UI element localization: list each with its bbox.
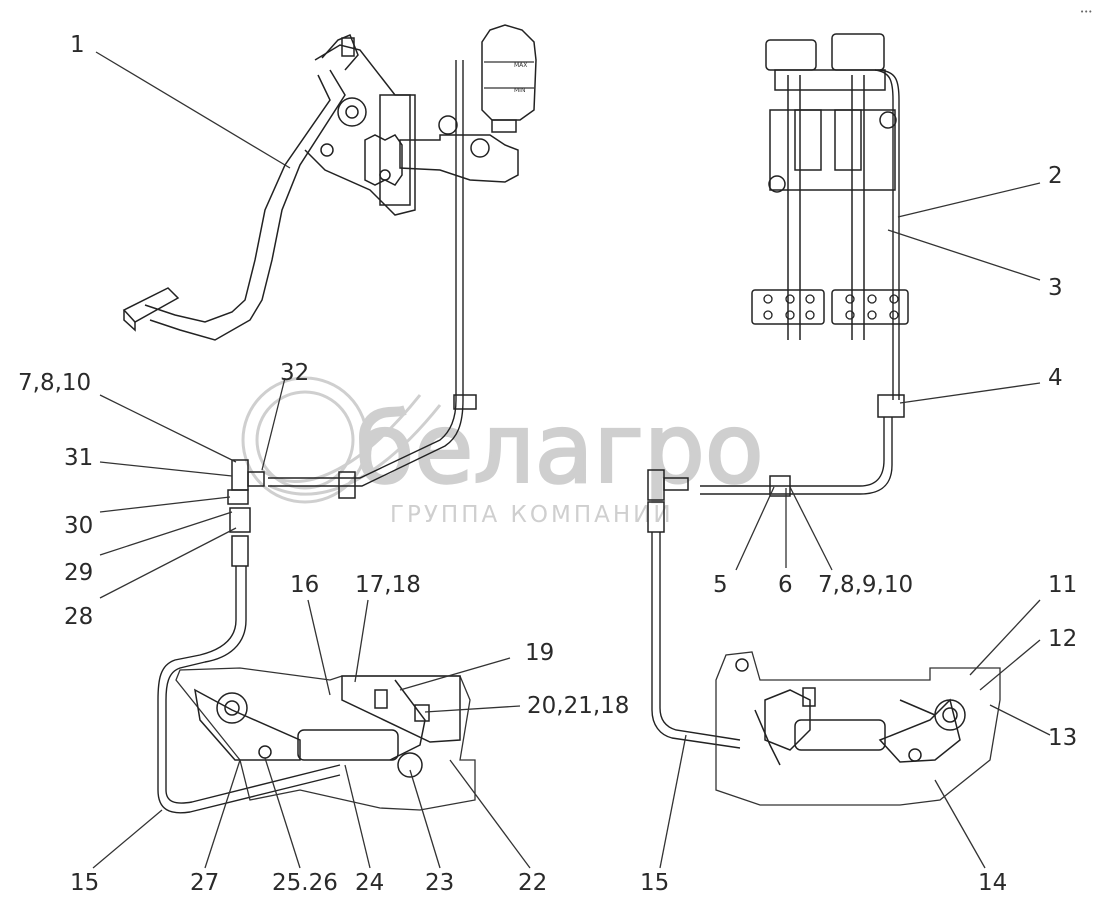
reservoir-min-mark: MIN (514, 87, 525, 94)
callout-23: 23 (425, 870, 454, 896)
callout-12: 12 (1048, 626, 1077, 652)
watermark: белагро ГРУППА КОМПАНИЙ (241, 376, 765, 528)
callout-14: 14 (978, 870, 1007, 896)
callout-32: 32 (280, 360, 309, 386)
leader-lines (92, 51, 1051, 869)
callout-13: 13 (1048, 725, 1077, 751)
callout-19: 19 (525, 640, 554, 666)
callout-22: 22 (518, 870, 547, 896)
callout-11: 11 (1048, 572, 1077, 598)
watermark-logo (241, 376, 442, 504)
callout-28: 28 (64, 604, 93, 630)
callout-31: 31 (64, 445, 93, 471)
watermark-brand: белагро (355, 393, 764, 505)
callout-7-8-10: 7,8,10 (18, 370, 91, 396)
callout-25-26: 25.26 (272, 870, 338, 896)
callout-15-right: 15 (640, 870, 669, 896)
right-slave-cylinder-assembly (715, 651, 1001, 806)
callout-2: 2 (1048, 163, 1063, 189)
callout-30: 30 (64, 513, 93, 539)
callout-20-21-18: 20,21,18 (527, 693, 629, 719)
callout-16: 16 (290, 572, 319, 598)
callout-3: 3 (1048, 275, 1063, 301)
corner-mark: ••• (1080, 8, 1092, 16)
hydraulic-pipelines (157, 60, 893, 814)
watermark-tagline: ГРУППА КОМПАНИЙ (390, 500, 674, 528)
callout-29: 29 (64, 560, 93, 586)
callout-5: 5 (713, 572, 728, 598)
callout-15-left: 15 (70, 870, 99, 896)
callout-7-8-9-10: 7,8,9,10 (818, 572, 913, 598)
callout-4: 4 (1048, 365, 1063, 391)
pedal-pad-holes (763, 294, 899, 320)
clutch-pedal-assembly: MAX MIN (122, 24, 537, 341)
left-slave-cylinder-assembly (175, 667, 476, 811)
callout-6: 6 (778, 572, 793, 598)
callout-1: 1 (70, 32, 85, 58)
brake-pedal-assembly (751, 33, 909, 418)
callout-27: 27 (190, 870, 219, 896)
reservoir-max-mark: MAX (514, 62, 527, 69)
callout-17-18: 17,18 (355, 572, 421, 598)
callout-24: 24 (355, 870, 384, 896)
callout-labels: 1 2 3 4 5 6 7,8,9,10 11 12 13 14 15 15 1… (18, 32, 1077, 896)
